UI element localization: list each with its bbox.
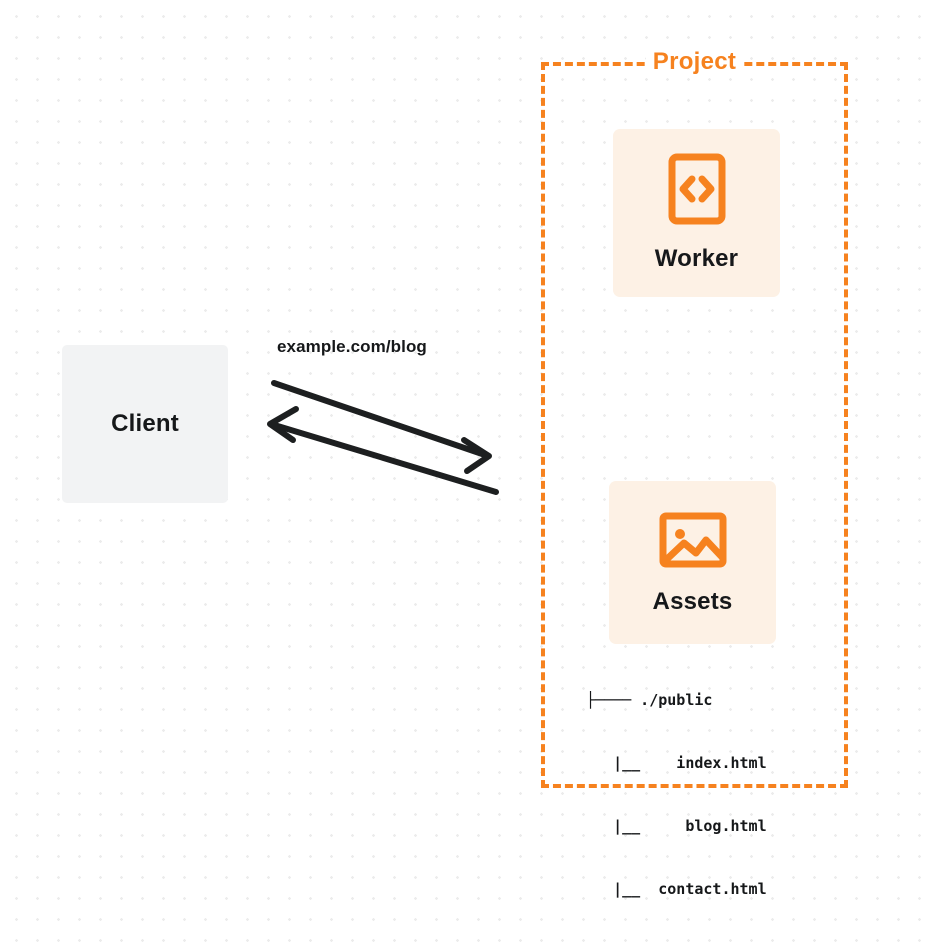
edge-label-request: example.com/blog [277, 337, 427, 356]
diagram-canvas: Client example.com/blog Project Worker [62, 48, 848, 898]
node-client[interactable]: Client [62, 345, 228, 503]
file-tree-line: |__ contact.html [586, 880, 767, 898]
node-worker-label: Worker [654, 245, 739, 272]
container-project-title: Project [541, 48, 848, 76]
image-picture-icon [659, 512, 726, 567]
arrow-request [271, 380, 492, 474]
file-tree-line: ├──── ./public [586, 691, 713, 709]
code-brackets-icon [668, 153, 725, 225]
arrow-response [267, 406, 499, 495]
node-client-label: Client [111, 410, 179, 437]
connector-arrows [267, 380, 499, 495]
node-assets[interactable]: Assets [609, 481, 776, 644]
node-assets-label: Assets [652, 587, 733, 615]
node-worker[interactable]: Worker [613, 129, 780, 297]
file-tree-line: |__ index.html [586, 754, 767, 772]
assets-file-tree: ├──── ./public |__ index.html |__ blog.h… [586, 648, 801, 942]
container-project-title-text: Project [645, 48, 744, 75]
file-tree-line: |__ blog.html [586, 817, 767, 835]
